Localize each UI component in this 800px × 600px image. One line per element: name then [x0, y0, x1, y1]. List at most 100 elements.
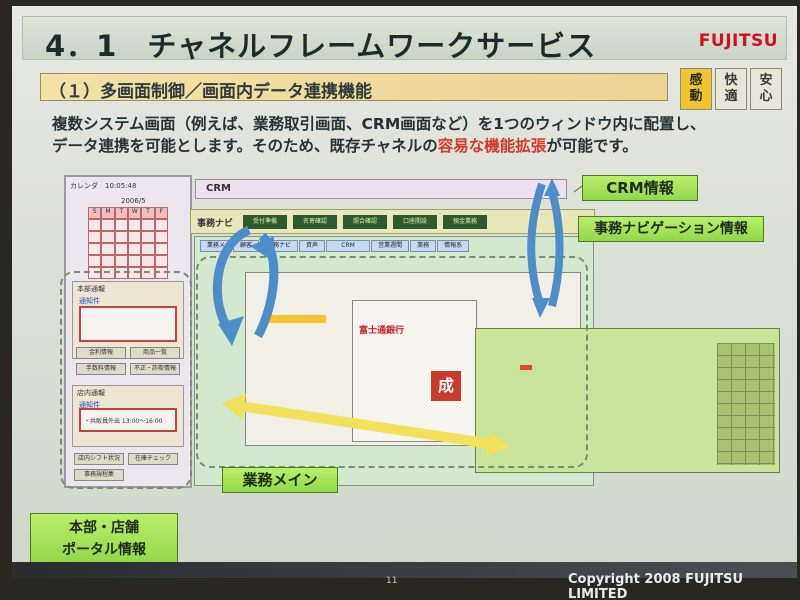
badge-kaiteki: 快 適	[715, 68, 747, 110]
arrow-head-icon	[544, 178, 560, 196]
arrow-head-icon	[532, 298, 550, 318]
calendar-cell	[114, 243, 128, 255]
nav-tab-reception[interactable]: 受付準備	[243, 215, 287, 229]
calendar-cell	[101, 267, 115, 279]
calendar-header: カレンダ 10:05:48	[70, 182, 137, 190]
calendar-cell	[127, 255, 142, 267]
hq-notice-link[interactable]: 通知件	[79, 297, 100, 305]
calendar-cell	[141, 255, 155, 267]
calendar-cell	[127, 267, 142, 279]
product-list-button[interactable]: 商品一覧	[130, 347, 180, 359]
stock-check-button[interactable]: 在庫チェック	[128, 453, 178, 465]
architecture-diagram: カレンダ 10:05:48 2006/5 S M T W T F 本部通報 通知…	[12, 6, 797, 578]
calendar-day-header: T	[141, 207, 155, 219]
calendar-month: 2006/5	[121, 197, 146, 205]
calendar-cell	[127, 219, 142, 231]
nav-tab-name-check[interactable]: 名寄確認	[293, 215, 337, 229]
nav-tab-deposit[interactable]: 預金業務	[443, 215, 487, 229]
calendar-cell	[154, 231, 168, 243]
portal-info-callout: 本部・店舗 ポータル情報	[30, 513, 178, 565]
shift-status-button[interactable]: 店内シフト状況	[74, 453, 124, 465]
section-subtitle-bar: （１）多画面制御／画面内データ連携機能	[40, 73, 668, 102]
main-tab[interactable]: CRM	[326, 240, 371, 252]
hq-notice-label: 本部通報	[77, 285, 105, 293]
badge-anshin-top: 安	[759, 73, 773, 88]
calendar-cell	[141, 267, 155, 279]
nav-tab-verify[interactable]: 照合確認	[343, 215, 387, 229]
arrows-layer	[212, 178, 598, 456]
crm-frame: CRM	[195, 179, 567, 199]
badge-kaiteki-bottom: 適	[724, 89, 738, 104]
calendar-cell	[154, 243, 168, 255]
body-line-1: 複数システム画面（例えば、業務取引画面、CRM画面など）を1つのウィンドウ内に配…	[52, 115, 706, 133]
value-badges: 感 動 快 適 安 心	[680, 68, 782, 110]
main-dashed-boundary	[196, 256, 588, 468]
branch-notice-link[interactable]: 通知件	[79, 401, 100, 409]
hq-notice-box	[79, 306, 177, 342]
calendar-day-header: M	[101, 207, 115, 219]
calendar-cell	[88, 231, 102, 243]
red-indicator	[520, 365, 532, 370]
portal-dashed-boundary	[60, 271, 192, 489]
presentation-slide: 4．1 チャネルフレームワークサービス FUJITSU （１）多画面制御／画面内…	[12, 6, 797, 578]
badge-kando: 感 動	[680, 68, 712, 110]
arrow-head-icon	[218, 316, 244, 346]
main-tab[interactable]: 資声	[299, 240, 326, 252]
nav-tab-account-open[interactable]: 口座開設	[393, 215, 437, 229]
portal-panel: カレンダ 10:05:48 2006/5 S M T W T F 本部通報 通知…	[64, 175, 192, 488]
link-arrow-icon	[239, 401, 493, 449]
calendar-cell	[154, 255, 168, 267]
calendar-cell	[101, 231, 115, 243]
cycle-arrow-icon	[548, 190, 564, 308]
section-subtitle: （１）多画面制御／画面内データ連携機能	[49, 82, 372, 102]
keypad-grid	[717, 343, 775, 465]
main-tab[interactable]: 業務	[410, 240, 437, 252]
title-bar: 4．1 チャネルフレームワークサービス FUJITSU	[22, 16, 787, 63]
badge-anshin: 安 心	[750, 68, 782, 110]
body-line-2-end: が可能です。	[546, 137, 638, 155]
calendar-cell	[141, 243, 155, 255]
navigation-frame: 事務ナビ 受付準備 名寄確認 照合確認 口座開設 預金業務	[190, 209, 595, 234]
calendar-cell	[114, 267, 128, 279]
arrow-head-icon	[486, 432, 510, 456]
calendar-day-header: S	[88, 207, 102, 219]
calendar-cell	[88, 219, 102, 231]
arrow-head-icon	[250, 236, 274, 262]
rate-info-button[interactable]: 金利情報	[76, 347, 126, 359]
branch-notice-text: ・共販員外出 13:00～16:00	[84, 418, 163, 425]
badge-kaiteki-top: 快	[724, 73, 738, 88]
terminal-window	[475, 328, 780, 473]
main-tab[interactable]: 営業週間	[371, 240, 410, 252]
hq-notice-panel: 本部通報 通知件	[72, 281, 184, 359]
body-line-2-start: データ連携を可能とします。そのため、既存チャネルの	[52, 137, 438, 155]
calendar-cell	[154, 219, 168, 231]
badge-anshin-bottom: 心	[759, 89, 773, 104]
portal-callout-line-2: ポータル情報	[62, 542, 146, 558]
body-line-2: データ連携を可能とします。そのため、既存チャネルの容易な機能拡張が可能です。	[52, 135, 772, 157]
fraud-info-button[interactable]: 不正・詐欺情報	[130, 363, 180, 375]
calendar-grid: S M T W T F	[88, 207, 168, 279]
calendar-day-header: F	[154, 207, 168, 219]
cycle-arrow-icon	[527, 182, 546, 306]
calendar-cell	[101, 219, 115, 231]
rules-button[interactable]: 事務規程集	[74, 469, 124, 481]
calendar-day-header: W	[127, 207, 142, 219]
crm-label: CRM	[206, 183, 231, 194]
calendar-cell	[154, 267, 168, 279]
nav-label: 事務ナビ	[197, 219, 234, 229]
page-number: 11	[386, 576, 398, 586]
portal-callout-line-1: 本部・店舗	[69, 520, 139, 536]
page-title: 4．1 チャネルフレームワークサービス	[45, 29, 597, 63]
fujitsu-logo: FUJITSU	[698, 31, 778, 51]
calendar-cell	[114, 219, 128, 231]
arrow-head-icon	[222, 394, 246, 420]
calendar-day-header: T	[114, 207, 128, 219]
business-main-callout: 業務メイン	[222, 467, 338, 493]
bank-banner: 成	[431, 371, 461, 401]
calendar-cell	[101, 255, 115, 267]
body-highlight: 容易な機能拡張	[437, 137, 547, 155]
calendar-cell	[141, 219, 155, 231]
branch-notice-box: ・共販員外出 13:00～16:00	[79, 408, 177, 432]
fee-info-button[interactable]: 手数料情報	[76, 363, 126, 375]
main-tab[interactable]: 情報系	[437, 240, 470, 252]
